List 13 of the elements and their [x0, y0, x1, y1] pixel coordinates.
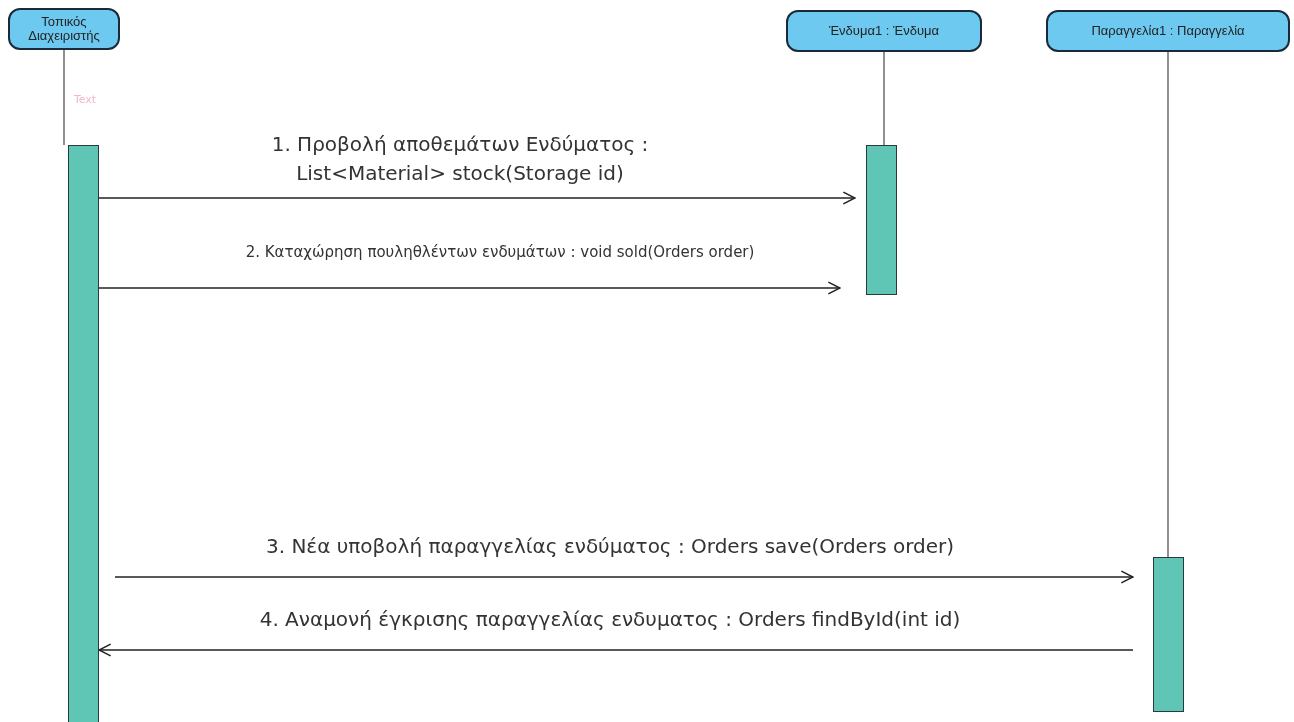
message-arrow: [114, 570, 1134, 584]
message-arrow: [98, 191, 856, 205]
lifeline-header: Τοπικός Διαχειριστής: [8, 8, 120, 50]
message-arrow: [98, 281, 841, 295]
lifeline-header: Ένδυμα1 : Ένδυμα: [786, 10, 982, 52]
activation-bar: [1153, 557, 1184, 712]
activation-bar: [68, 145, 99, 722]
lifeline-header: Παραγγελία1 : Παραγγελία: [1046, 10, 1290, 52]
lifeline: [883, 51, 885, 146]
activation-bar: [866, 145, 897, 295]
message-arrow: [98, 643, 1134, 657]
lifeline: [63, 49, 65, 146]
lifeline: [1167, 51, 1169, 558]
